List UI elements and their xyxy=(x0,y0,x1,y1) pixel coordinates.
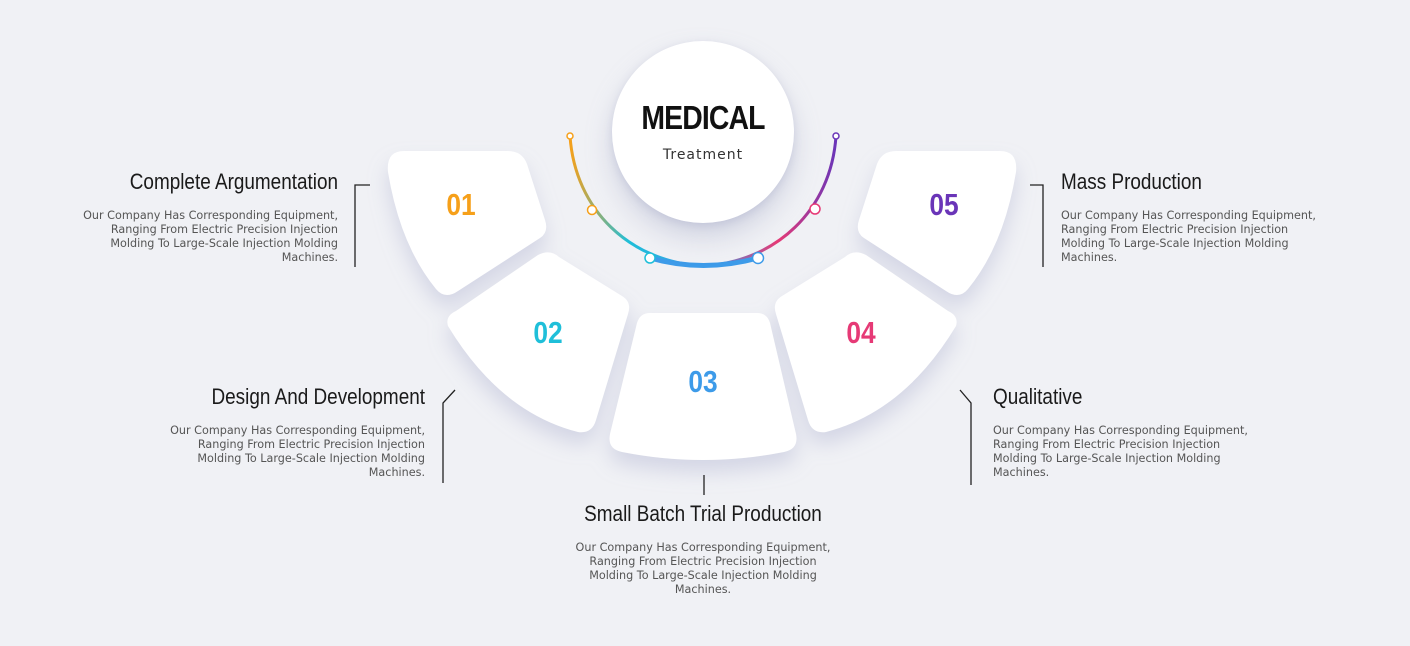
step-desc-04: Our Company Has Corresponding Equipment,… xyxy=(993,424,1248,479)
segment-05 xyxy=(857,151,1017,296)
step-number-03: 03 xyxy=(688,364,718,399)
arc-node-04 xyxy=(809,203,821,215)
step-title-02: Design And Development xyxy=(211,384,425,409)
connector-05 xyxy=(1030,184,1044,267)
arc-node-02 xyxy=(644,252,656,264)
segment-03 xyxy=(609,313,797,460)
segment-01 xyxy=(387,151,547,296)
step-title-03: Small Batch Trial Production xyxy=(584,501,822,526)
segment-02 xyxy=(447,252,630,433)
step-number-05: 05 xyxy=(929,187,959,222)
connector-01 xyxy=(354,184,370,267)
center-title: MEDICAL xyxy=(641,99,765,136)
step-desc-03: Our Company Has Corresponding Equipment,… xyxy=(575,541,831,596)
arc-node-01 xyxy=(586,204,598,216)
step-number-01: 01 xyxy=(446,187,476,222)
arc-end-dot-left xyxy=(566,132,574,140)
arc-end-dot-right xyxy=(832,132,840,140)
progress-arc-base xyxy=(647,255,761,268)
center-subtitle: Treatment xyxy=(662,147,744,163)
step-number-04: 04 xyxy=(846,315,876,350)
step-desc-01: Our Company Has Corresponding Equipment,… xyxy=(83,209,338,264)
step-title-04: Qualitative xyxy=(993,384,1083,409)
arc-node-03 xyxy=(751,251,765,265)
connector-04 xyxy=(959,389,972,485)
step-desc-02: Our Company Has Corresponding Equipment,… xyxy=(170,424,425,479)
step-title-01: Complete Argumentation xyxy=(129,169,338,194)
connector-02 xyxy=(442,389,456,483)
step-number-02: 02 xyxy=(533,315,563,350)
center-circle: MEDICAL Treatment xyxy=(612,41,794,223)
step-desc-05: Our Company Has Corresponding Equipment,… xyxy=(1061,209,1316,264)
step-title-05: Mass Production xyxy=(1061,169,1202,194)
segment-04 xyxy=(774,252,957,433)
